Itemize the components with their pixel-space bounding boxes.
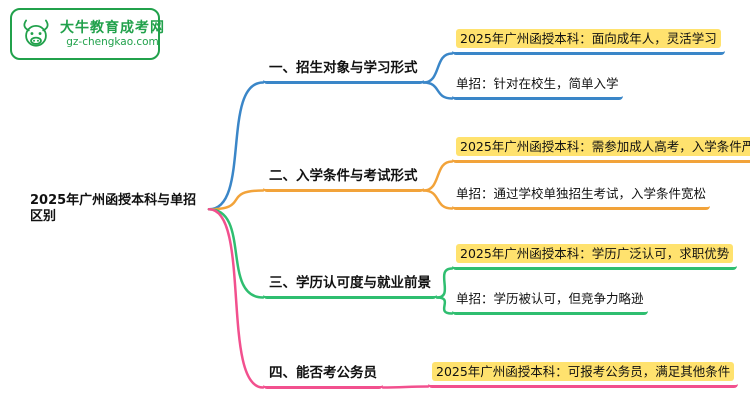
branch-connector: [207, 81, 265, 211]
leaf-node: 单招：针对在校生，简单入学: [452, 73, 623, 100]
branch-connector: [422, 160, 454, 192]
branch-connector: [435, 267, 454, 299]
leaf-label: 2025年广州函授本科：面向成年人，灵活学习: [456, 29, 721, 48]
logo-text: 大牛教育成考网 gz-chengkao.com: [60, 20, 165, 48]
branch-connector: [422, 189, 454, 210]
logo-url: gz-chengkao.com: [66, 36, 159, 49]
branch-connector: [422, 81, 454, 100]
branch-connector: [381, 385, 430, 389]
branch-label: 二、入学条件与考试形式: [263, 164, 424, 192]
leaf-node: 2025年广州函授本科：可报考公务员，满足其他条件: [428, 361, 739, 388]
leaf-node: 2025年广州函授本科：需参加成人高考，入学条件严格: [452, 136, 750, 163]
leaf-node: 2025年广州函授本科：学历广泛认可，求职优势: [452, 243, 738, 270]
branch-connector: [207, 208, 265, 299]
leaf-label: 单招：学历被认可，但竞争力略逊: [456, 291, 644, 306]
branch-connector: [207, 208, 265, 389]
branch-label: 一、招生对象与学习形式: [263, 56, 424, 84]
branch-label: 四、能否考公务员: [263, 361, 383, 389]
leaf-label: 2025年广州函授本科：学历广泛认可，求职优势: [456, 244, 734, 263]
branch-connector: [207, 189, 265, 211]
leaf-label: 2025年广州函授本科：可报考公务员，满足其他条件: [432, 362, 735, 381]
branch-connector: [422, 52, 454, 84]
root-node: 2025年广州函授本科与单招区别: [30, 193, 197, 225]
branch-label: 三、学历认可度与就业前景: [263, 271, 437, 299]
branch-connector: [435, 296, 454, 315]
leaf-node: 2025年广州函授本科：面向成年人，灵活学习: [452, 28, 725, 55]
leaf-label: 2025年广州函授本科：需参加成人高考，入学条件严格: [456, 137, 750, 156]
logo: 大牛教育成考网 gz-chengkao.com: [10, 8, 164, 60]
leaf-label: 单招：通过学校单独招生考试，入学条件宽松: [456, 186, 707, 201]
leaf-node: 单招：通过学校单独招生考试，入学条件宽松: [452, 183, 711, 210]
leaf-label: 单招：针对在校生，简单入学: [456, 76, 619, 91]
leaf-node: 单招：学历被认可，但竞争力略逊: [452, 288, 648, 315]
logo-title: 大牛教育成考网: [60, 19, 165, 36]
bull-icon: [23, 19, 49, 47]
